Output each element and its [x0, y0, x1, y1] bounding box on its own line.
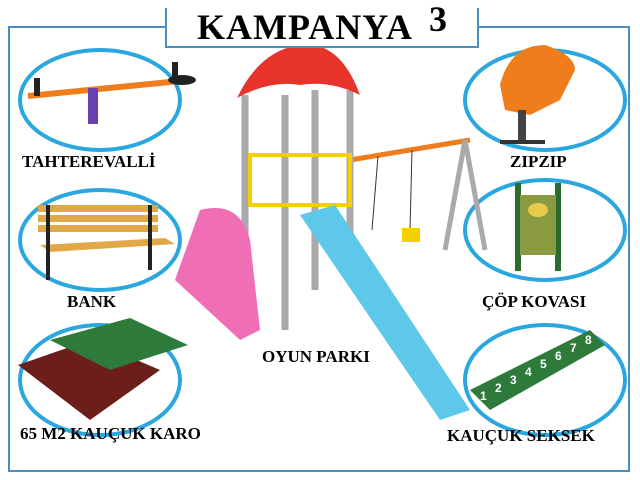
spring-rider-image [500, 45, 575, 144]
hopscotch-image [470, 330, 605, 410]
arc-hopscotch [463, 323, 627, 437]
hopscotch-number: 2 [495, 381, 502, 395]
label-tiles: 65 M2 KAUÇUK KARO [20, 424, 201, 443]
playground-image [175, 44, 488, 420]
campaign-number: 3 [428, 0, 447, 39]
label-trash-bin: ÇÖP KOVASI [482, 292, 587, 311]
label-spring-rider: ZIPZIP [510, 152, 567, 171]
seesaw-image [27, 62, 196, 124]
label-seesaw: TAHTEREVALLİ [22, 152, 156, 171]
trash-bin-image [515, 183, 561, 271]
arc-tiles [18, 323, 182, 437]
arc-seesaw [18, 48, 182, 152]
bench-image [38, 205, 175, 280]
hopscotch-number: 1 [480, 389, 487, 403]
hopscotch-number: 8 [585, 333, 592, 347]
rubber-tiles-image [18, 318, 188, 420]
label-hopscotch: KAUÇUK SEKSEK [447, 426, 595, 445]
arc-bench [18, 188, 182, 292]
hopscotch-number: 7 [570, 341, 577, 355]
hopscotch-number: 4 [525, 365, 532, 379]
hopscotch-number: 3 [510, 373, 517, 387]
campaign-title: KAMPANYA [197, 7, 413, 47]
label-bench: BANK [67, 292, 117, 311]
hopscotch-number: 5 [540, 357, 547, 371]
label-playground: OYUN PARKI [262, 347, 370, 366]
title-banner: KAMPANYA 3 [165, 0, 479, 48]
hopscotch-number: 6 [555, 349, 562, 363]
arc-trash-bin [463, 178, 627, 282]
